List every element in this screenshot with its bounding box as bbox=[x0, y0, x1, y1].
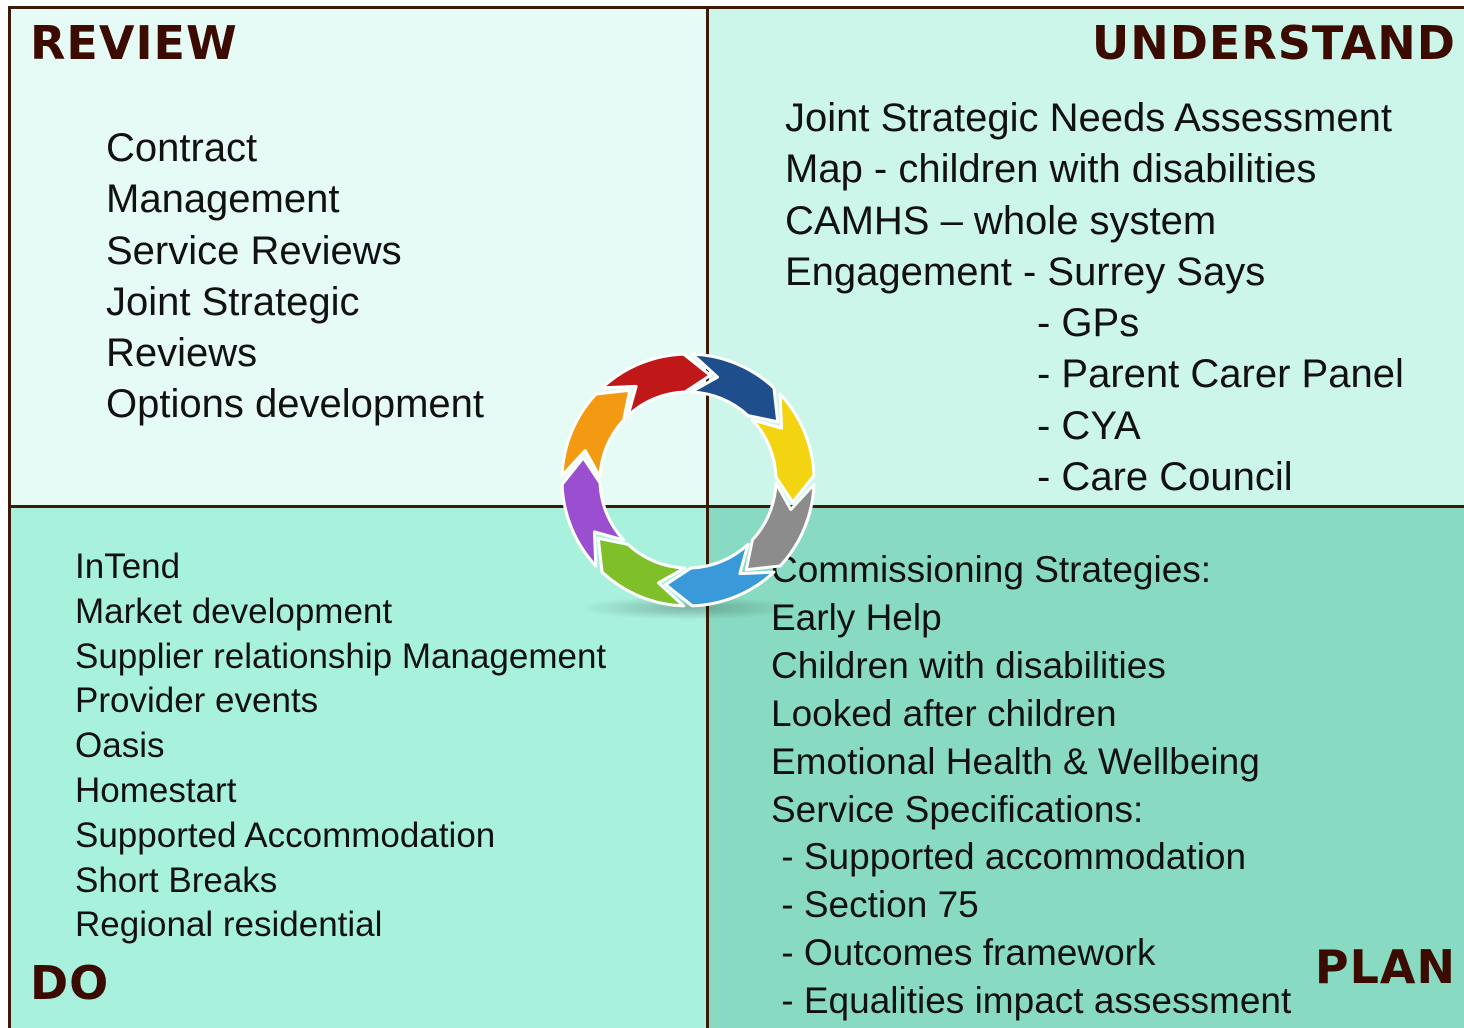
do-item: Supplier relationship Management bbox=[75, 636, 607, 676]
review-heading: REVIEW bbox=[30, 16, 238, 70]
do-quadrant bbox=[8, 505, 706, 1028]
do-item: Market development bbox=[75, 591, 393, 631]
understand-quadrant bbox=[706, 6, 1464, 505]
cycle-arrows-diagram bbox=[560, 352, 816, 620]
understand-list: Joint Strategic Needs Assessment Map - c… bbox=[785, 93, 1404, 503]
do-item: Regional residential bbox=[75, 905, 383, 945]
understand-item: - Care Council bbox=[1037, 455, 1293, 500]
understand-item: - CYA bbox=[1037, 403, 1141, 448]
cycle-arrow-segment bbox=[600, 352, 712, 418]
plan-item: Looked after children bbox=[771, 692, 1117, 734]
do-item: Short Breaks bbox=[75, 860, 278, 900]
review-item: Service Reviews bbox=[106, 228, 402, 273]
plan-item: - Equalities impact assessment bbox=[771, 980, 1292, 1022]
plan-heading: PLAN bbox=[1314, 940, 1456, 994]
review-item: Management bbox=[106, 177, 340, 222]
do-heading: DO bbox=[30, 956, 110, 1010]
understand-item: Joint Strategic Needs Assessment bbox=[785, 96, 1392, 140]
plan-list: Commissioning Strategies: Early Help Chi… bbox=[771, 546, 1291, 1025]
cycle-arrow-segment bbox=[744, 481, 816, 572]
plan-item: Emotional Health & Wellbeing bbox=[771, 740, 1260, 782]
plan-quadrant bbox=[706, 505, 1464, 1028]
do-item: Homestart bbox=[75, 770, 237, 810]
plan-item: - Outcomes framework bbox=[771, 932, 1156, 974]
review-item: Joint Strategic bbox=[106, 279, 360, 324]
understand-item: Engagement - Surrey Says bbox=[785, 249, 1266, 294]
review-item: Options development bbox=[106, 382, 485, 427]
do-item: InTend bbox=[75, 547, 181, 586]
plan-item: - Section 75 bbox=[771, 884, 979, 926]
cycle-arrow-segment bbox=[560, 388, 632, 479]
do-item: Supported Accommodation bbox=[75, 815, 496, 855]
do-item: Oasis bbox=[75, 726, 165, 766]
review-list: Contract Management Service Reviews Join… bbox=[106, 123, 484, 431]
plan-item: Early Help bbox=[771, 596, 942, 638]
do-item: Provider events bbox=[75, 681, 319, 721]
understand-item: CAMHS – whole system bbox=[785, 198, 1217, 243]
plan-item: Service Specifications: bbox=[771, 788, 1144, 830]
understand-heading: UNDERSTAND bbox=[1091, 16, 1456, 70]
cycle-segments bbox=[560, 352, 816, 608]
cycle-arrow-segment bbox=[664, 542, 776, 608]
plan-item: - Supported accommodation bbox=[771, 836, 1247, 878]
cycle-arrow-segment bbox=[750, 392, 816, 504]
cycle-arrow-segment bbox=[689, 352, 780, 424]
understand-item: - Parent Carer Panel bbox=[1037, 352, 1404, 397]
understand-item: - GPs bbox=[1037, 301, 1140, 346]
cycle-arrow-segment bbox=[560, 456, 626, 568]
cycle-arrow-segment bbox=[596, 536, 687, 608]
review-item: Contract bbox=[106, 126, 258, 170]
understand-item: Map - children with disabilities bbox=[785, 147, 1317, 192]
plan-item: Children with disabilities bbox=[771, 644, 1166, 686]
cycle-shadow bbox=[578, 596, 798, 620]
plan-item: Commissioning Strategies: bbox=[771, 549, 1212, 590]
do-list: InTend Market development Supplier relat… bbox=[75, 545, 606, 948]
review-item: Reviews bbox=[106, 331, 258, 376]
